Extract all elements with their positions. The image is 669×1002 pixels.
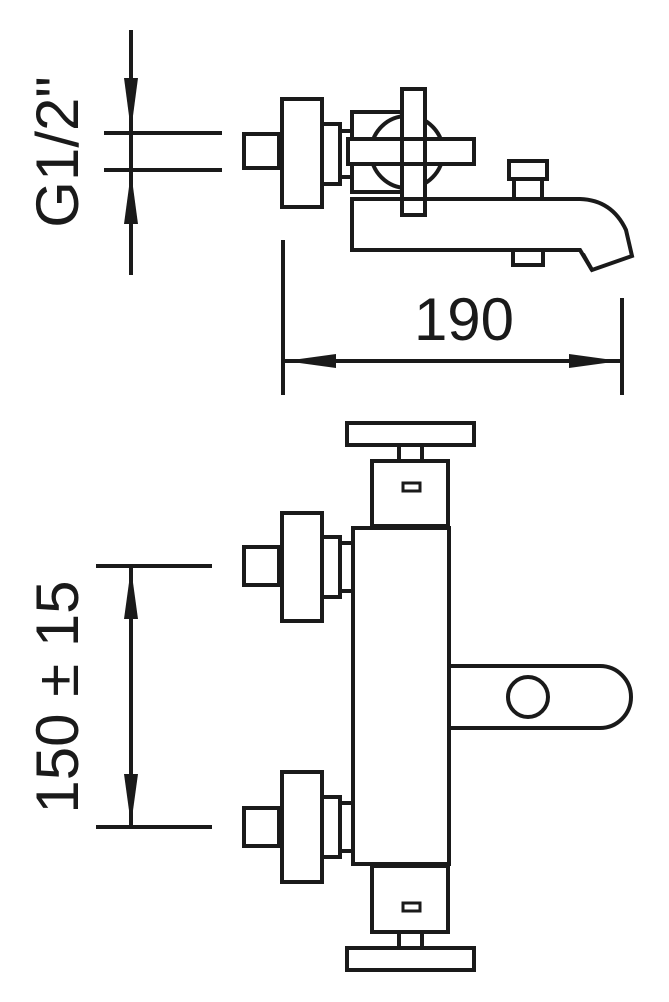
side-spout-outlet (511, 248, 545, 267)
front-top-cartridge (370, 459, 450, 528)
side-spout-tip-edge (581, 253, 594, 271)
front-bottom-cartridge (370, 864, 450, 934)
thread-size-label: G1/2" (24, 76, 91, 227)
spacing-arrow-bottom (124, 774, 138, 825)
front-spout (449, 664, 633, 730)
front-bottom-hex-nut (320, 795, 342, 859)
side-wall-flange (280, 97, 324, 209)
length-arrow-left (285, 354, 336, 368)
spacing-label: 150 ± 15 (24, 580, 91, 813)
front-diverter-knob (506, 675, 550, 719)
side-diverter-stem (512, 177, 544, 201)
front-top-wall-flange (280, 511, 324, 623)
length-label: 190 (414, 286, 514, 353)
length-dimension: 190 (281, 240, 624, 395)
side-diverter-cap (507, 159, 549, 181)
spacing-arrow-top (124, 568, 138, 619)
front-top-inlet-nipple (242, 545, 281, 587)
front-bottom-handle-bar (345, 946, 476, 972)
front-valve-body (351, 526, 451, 866)
thread-arrow-bottom (124, 172, 138, 224)
side-spout (350, 197, 635, 273)
side-handle-bar-vertical (400, 87, 427, 217)
front-top-handle-stem (397, 443, 424, 463)
side-hex-nut (320, 122, 342, 186)
front-bottom-inlet-nipple (242, 806, 281, 848)
side-inlet-nipple (242, 132, 281, 170)
front-top-hex-nut (320, 535, 342, 599)
front-bottom-hex-nut-inner (338, 801, 355, 853)
front-top-hex-nut-inner (338, 541, 355, 593)
thread-arrow-top (124, 78, 138, 131)
front-bottom-indicator (401, 901, 422, 913)
front-top-handle-bar (345, 421, 476, 447)
thread-dimension: G1/2" (24, 30, 222, 275)
side-view: G1/2" 190 (24, 30, 635, 395)
front-view: 150 ± 15 (24, 421, 633, 972)
front-bottom-wall-flange (280, 770, 324, 884)
length-arrow-right (569, 354, 620, 368)
front-top-indicator (401, 481, 422, 493)
spacing-dimension: 150 ± 15 (24, 564, 212, 829)
front-bottom-handle-stem (397, 930, 424, 950)
